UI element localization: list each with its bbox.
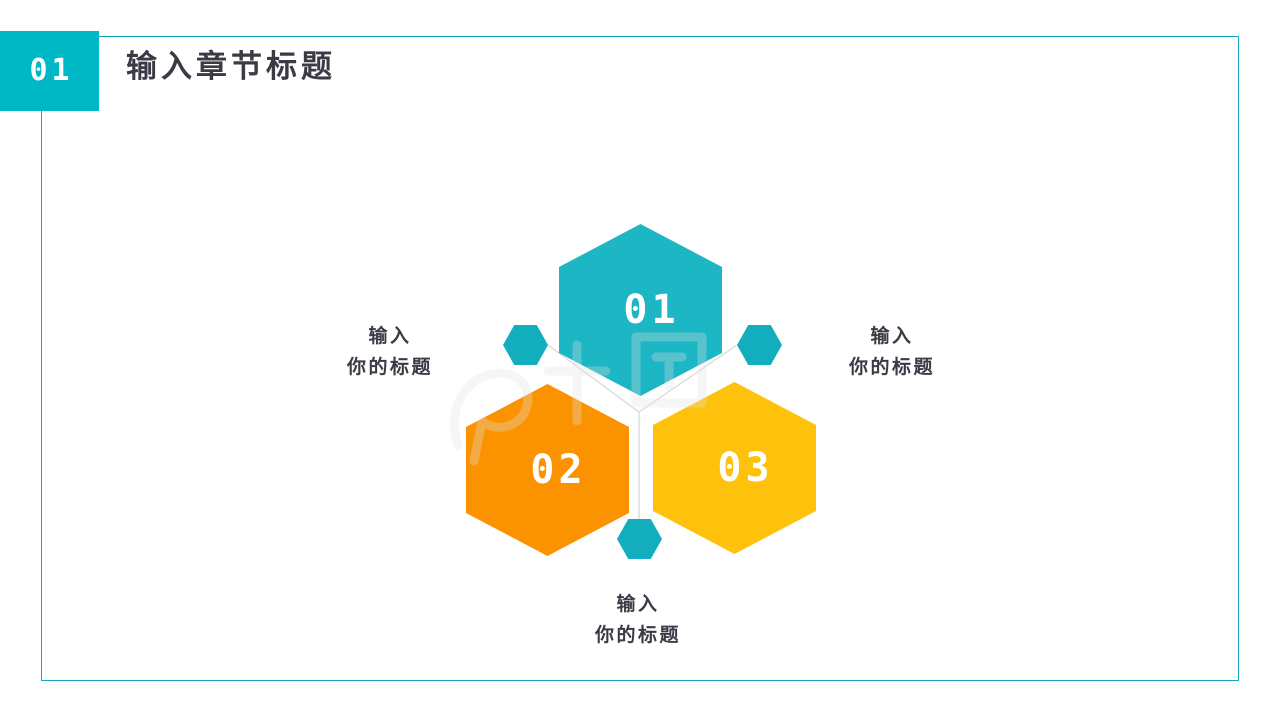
caption-right-line1: 输入	[870, 326, 914, 347]
connector-line-left	[547, 344, 640, 413]
caption-left-line2: 你的标题	[346, 356, 433, 378]
caption-right-line2: 你的标题	[848, 356, 935, 378]
caption-right: 输入 你的标题	[802, 322, 982, 384]
caption-left-line1: 输入	[368, 326, 412, 347]
hexagon-node-01-number: 01	[623, 287, 680, 333]
hexagon-node-03-number: 03	[717, 445, 774, 491]
caption-bottom: 输入 你的标题	[548, 590, 728, 652]
page-title: 输入章节标题	[126, 49, 336, 84]
hexagon-node-02-number: 02	[530, 447, 587, 493]
caption-left: 输入 你的标题	[300, 322, 480, 384]
hexagon-node-01[interactable]: 01	[559, 224, 722, 396]
caption-bottom-line1: 输入	[616, 594, 660, 615]
section-number-badge: 01	[0, 31, 99, 111]
connector-line-right	[638, 344, 738, 413]
connector-dot-bottom-icon	[617, 519, 662, 559]
hexagon-node-03[interactable]: 03	[653, 382, 816, 554]
slide-header: 01 输入章节标题	[0, 0, 1280, 140]
caption-bottom-line2: 你的标题	[594, 624, 681, 646]
section-number-text: 01	[29, 53, 74, 88]
